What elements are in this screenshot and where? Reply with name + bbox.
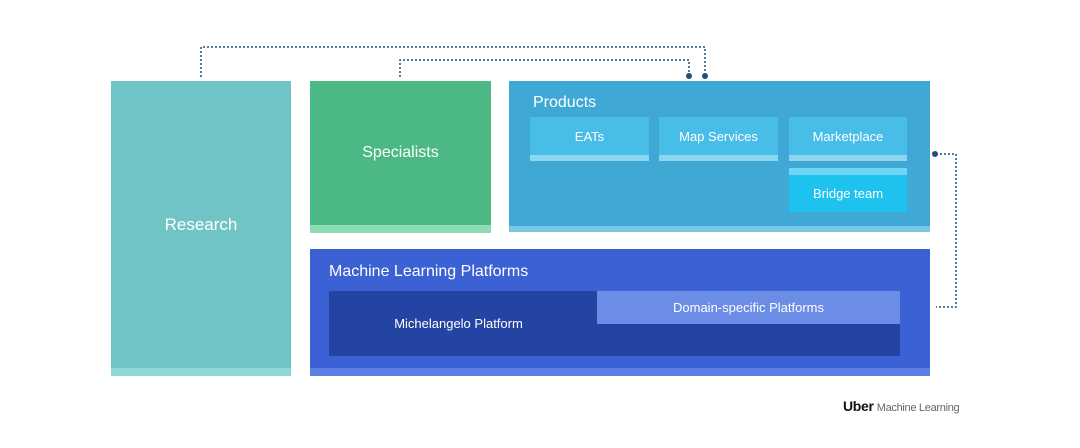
marketplace-team-box: Marketplace	[789, 117, 907, 161]
specialists-to-products-connector	[399, 59, 690, 77]
connector-dot	[932, 151, 938, 157]
specialists-label: Specialists	[362, 144, 439, 161]
eats-team-strip	[530, 155, 649, 161]
products-to-ml-platforms-connector	[936, 153, 957, 308]
domain-specific-platforms-box: Domain-specific Platforms	[597, 291, 900, 324]
michelangelo-platform-label: Michelangelo Platform	[394, 316, 523, 331]
logo-suffix: Machine Learning	[876, 402, 960, 414]
ml-platforms-strip	[310, 368, 930, 376]
products-title: Products	[533, 94, 597, 111]
eats-team-label: EATs	[574, 128, 605, 144]
products-block: Products EATs Map Services Marketplace B…	[509, 81, 930, 232]
connector-dot	[702, 73, 708, 79]
research-block: Research	[111, 81, 291, 376]
specialists-strip	[310, 225, 491, 233]
map-services-team-label: Map Services	[679, 128, 758, 144]
map-services-team-strip	[659, 155, 778, 161]
research-to-products-connector	[200, 46, 706, 77]
connector-dot	[686, 73, 692, 79]
map-services-team-box: Map Services	[659, 117, 778, 161]
ml-platforms-title: Machine Learning Platforms	[329, 263, 529, 280]
research-label: Research	[164, 214, 238, 234]
marketplace-team-label: Marketplace	[812, 128, 884, 144]
research-strip	[111, 368, 291, 376]
ml-platforms-block: Machine Learning Platforms Michelangelo …	[310, 249, 930, 376]
bridge-team-label: Bridge team	[812, 186, 884, 201]
logo-brand: Uber	[843, 398, 874, 414]
marketplace-team-strip	[789, 155, 907, 161]
eats-team-box: EATs	[530, 117, 649, 161]
products-strip	[509, 226, 930, 232]
bridge-team-strip	[789, 168, 907, 175]
bridge-team-box: Bridge team	[789, 168, 907, 212]
specialists-block: Specialists	[310, 81, 491, 233]
